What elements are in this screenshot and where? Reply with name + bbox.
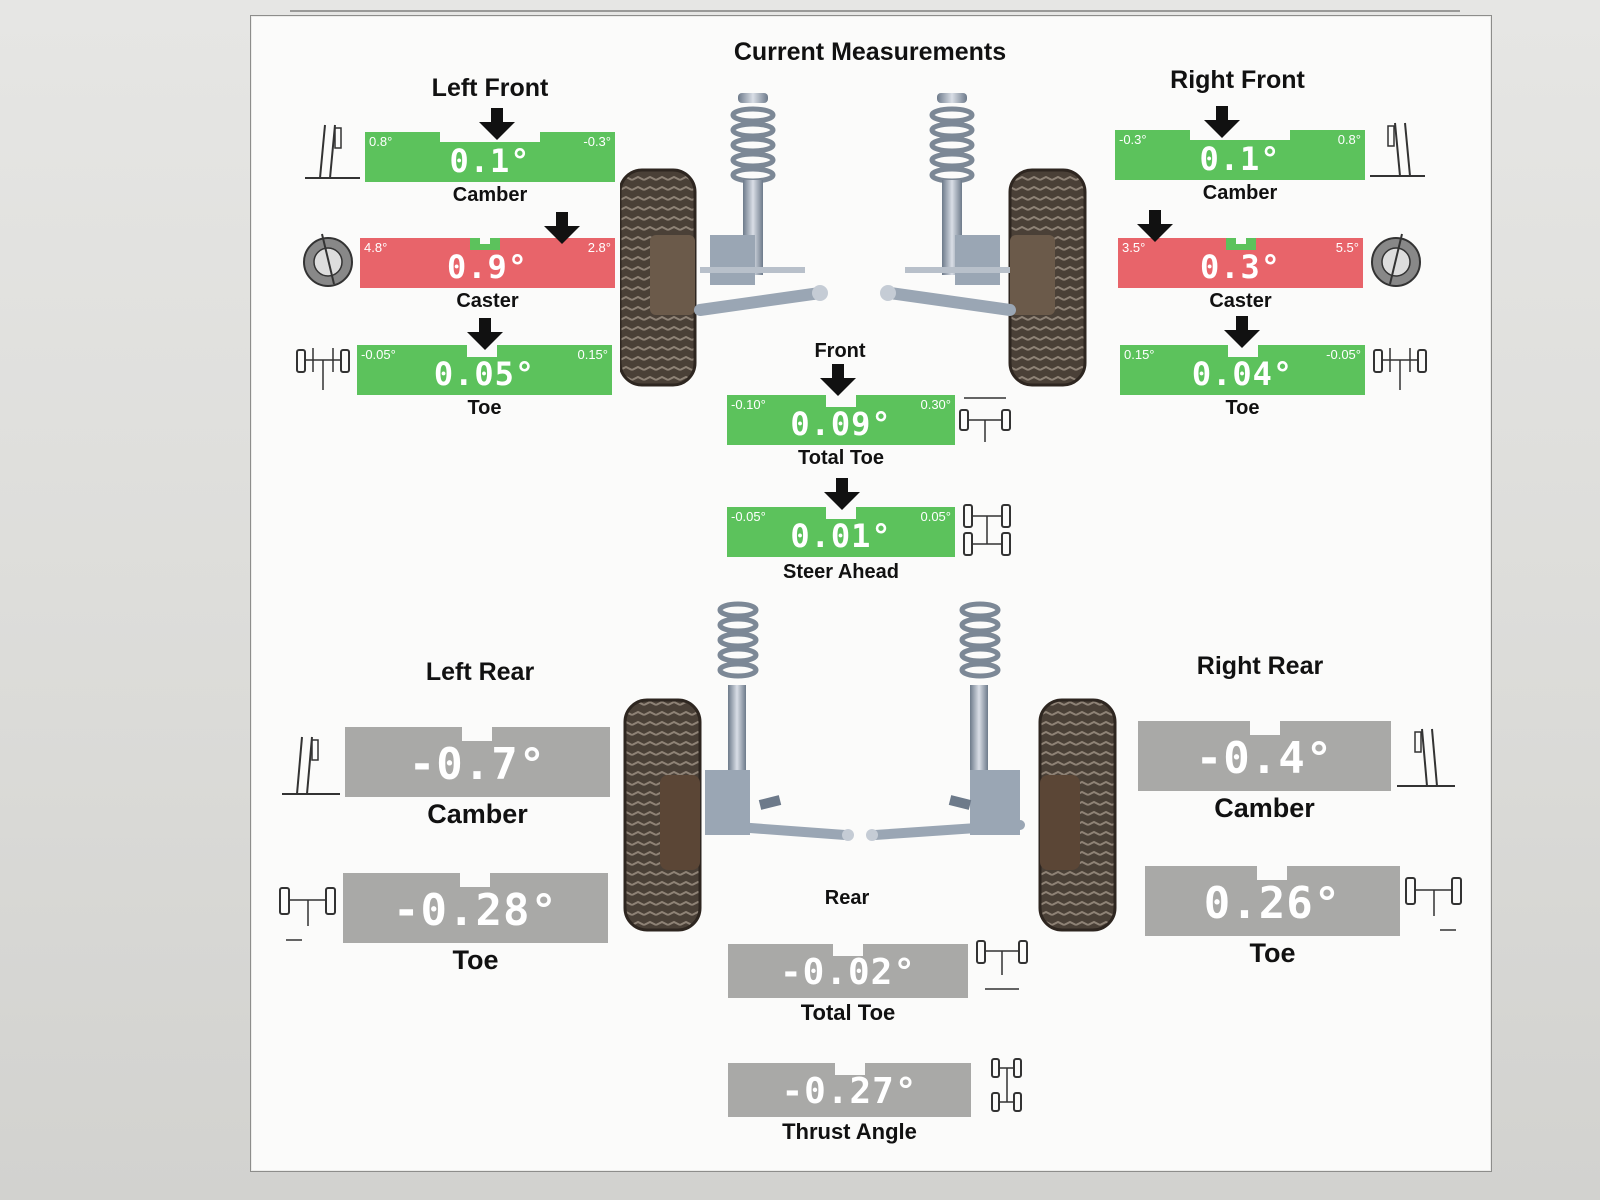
steer-ahead-gauge: -0.05° 0.05° 0.01° Steer Ahead (727, 507, 955, 583)
toe-caption: Toe (467, 397, 502, 419)
toe-value: -0.28° (393, 885, 558, 936)
rear-total-toe-gauge: -0.02° Total Toe (728, 944, 968, 1025)
caster-high-limit: 5.5° (1335, 240, 1359, 255)
steer-ahead-low-limit: -0.05° (731, 509, 766, 524)
caster-value: 0.3° (1199, 248, 1282, 286)
steer-ahead-caption: Steer Ahead (783, 561, 899, 583)
toe-caption: Toe (1225, 397, 1260, 419)
front-axle-label: Front (814, 340, 866, 362)
camber-value: -0.7° (408, 739, 547, 790)
toe-value: 0.04° (1191, 355, 1294, 393)
toe-caption: Toe (452, 945, 499, 975)
camber-caption: Camber (452, 184, 528, 206)
left-front-label: Left Front (431, 74, 549, 102)
caster-low-limit: 4.8° (364, 240, 388, 255)
steer-ahead-high-limit: 0.05° (920, 509, 951, 524)
camber-low-limit: 0.8° (369, 134, 393, 149)
camber-low-limit: -0.3° (1119, 132, 1147, 147)
left-front-caster-gauge: 4.8° 2.8° 0.9° Caster (360, 238, 615, 312)
thrust-angle-value: -0.27° (781, 1071, 918, 1112)
left-rear-toe-gauge: -0.28° Toe (343, 873, 608, 975)
total-toe-value: 0.09° (790, 405, 892, 443)
right-rear-toe-gauge: 0.26° Toe (1145, 866, 1400, 968)
rear-axle-label: Rear (824, 887, 870, 909)
steer-ahead-value: 0.01° (790, 517, 892, 555)
thrust-angle-caption: Thrust Angle (782, 1119, 917, 1144)
front-total-toe-gauge: -0.10° 0.30° 0.09° Total Toe (727, 395, 955, 469)
toe-icon (1373, 348, 1427, 390)
camber-caption: Camber (1202, 182, 1278, 204)
toe-caption: Toe (1249, 938, 1296, 968)
previous-page-edge (290, 0, 1460, 12)
toe-icon (296, 348, 350, 390)
camber-value: 0.1° (1199, 140, 1281, 178)
toe-low-limit: -0.05° (361, 347, 396, 362)
total-toe-caption: Total Toe (798, 447, 884, 469)
caster-caption: Caster (456, 290, 519, 312)
total-toe-high-limit: 0.30° (920, 397, 951, 412)
toe-value: 0.05° (433, 355, 536, 393)
thrust-angle-gauge: -0.27° Thrust Angle (728, 1063, 971, 1144)
camber-caption: Camber (1214, 793, 1315, 823)
toe-low-limit: 0.15° (1124, 347, 1155, 362)
toe-high-limit: 0.15° (577, 347, 608, 362)
front-suspension-illustration (620, 93, 1087, 387)
toe-value: 0.26° (1203, 878, 1342, 929)
left-front-toe-gauge: -0.05° 0.15° 0.05° Toe (357, 345, 612, 419)
total-toe-icon (976, 940, 1028, 990)
right-rear-camber-gauge: -0.4° Camber (1138, 721, 1391, 823)
camber-icon (1370, 122, 1425, 177)
camber-value: 0.1° (449, 142, 531, 180)
right-front-toe-gauge: 0.15° -0.05° 0.04° Toe (1120, 345, 1365, 419)
caster-icon (303, 233, 353, 287)
camber-icon (1397, 728, 1455, 787)
rear-suspension-illustration (623, 601, 1117, 932)
camber-high-limit: -0.3° (583, 134, 611, 149)
thrust-angle-icon (991, 1058, 1022, 1112)
caster-icon (1371, 233, 1421, 287)
camber-high-limit: 0.8° (1337, 132, 1361, 147)
right-front-label: Right Front (1170, 66, 1305, 94)
camber-icon (282, 736, 340, 795)
camber-icon (305, 124, 360, 179)
right-front-caster-gauge: 3.5° 5.5° 0.3° Caster (1118, 238, 1363, 312)
total-toe-icon (959, 397, 1011, 442)
camber-value: -0.4° (1195, 733, 1334, 784)
steer-ahead-icon (963, 504, 1011, 556)
toe-high-limit: -0.05° (1326, 347, 1361, 362)
caster-value: 0.9° (446, 248, 529, 286)
caster-high-limit: 2.8° (587, 240, 611, 255)
total-toe-caption: Total Toe (800, 1000, 896, 1025)
camber-caption: Camber (427, 799, 528, 829)
left-rear-camber-gauge: -0.7° Camber (345, 727, 610, 829)
toe-icon (279, 887, 336, 941)
right-rear-label: Right Rear (1196, 652, 1324, 680)
caster-low-limit: 3.5° (1122, 240, 1146, 255)
toe-icon (1405, 877, 1462, 931)
total-toe-low-limit: -0.10° (731, 397, 766, 412)
right-front-camber-gauge: -0.3° 0.8° 0.1° Camber (1115, 130, 1365, 204)
caster-caption: Caster (1209, 290, 1272, 312)
page-title: Current Measurements (733, 38, 1007, 66)
left-rear-label: Left Rear (425, 658, 535, 686)
total-toe-value: -0.02° (779, 952, 917, 993)
